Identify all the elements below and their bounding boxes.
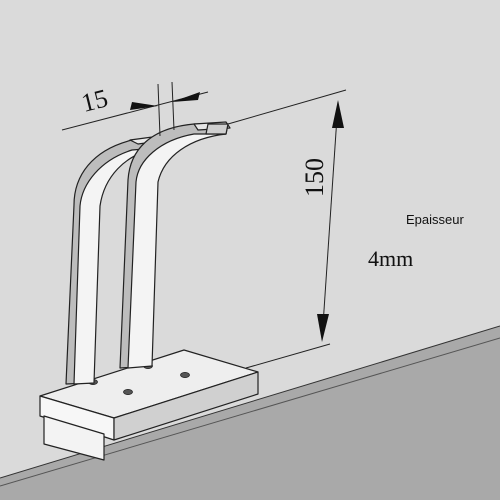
screw-hole: [123, 388, 133, 395]
width-dimension: [61, 81, 209, 137]
base-side-face: [113, 371, 259, 441]
hook-arm-right: [119, 121, 231, 369]
height-dimension: [227, 89, 347, 369]
extension-line-top: [227, 89, 347, 125]
dimension-line-vertical: [321, 101, 339, 341]
arrow-down: [317, 314, 329, 342]
screw-hole: [180, 371, 190, 378]
shelf-edge-line-lower: [0, 337, 500, 487]
arrow-left: [130, 102, 158, 110]
base-lower-plate: [43, 415, 105, 461]
thickness-label: Epaisseur: [406, 212, 464, 227]
thickness-value: 4mm: [368, 246, 413, 271]
arrow-up: [332, 100, 344, 128]
height-dimension-label: 150: [300, 158, 329, 197]
arrow-right: [172, 92, 200, 102]
extension-line-bottom: [245, 343, 331, 369]
base-block: [39, 349, 259, 461]
extension-line-right: [171, 81, 175, 131]
extension-line-left: [157, 83, 161, 137]
shelf-surface: [0, 326, 500, 500]
